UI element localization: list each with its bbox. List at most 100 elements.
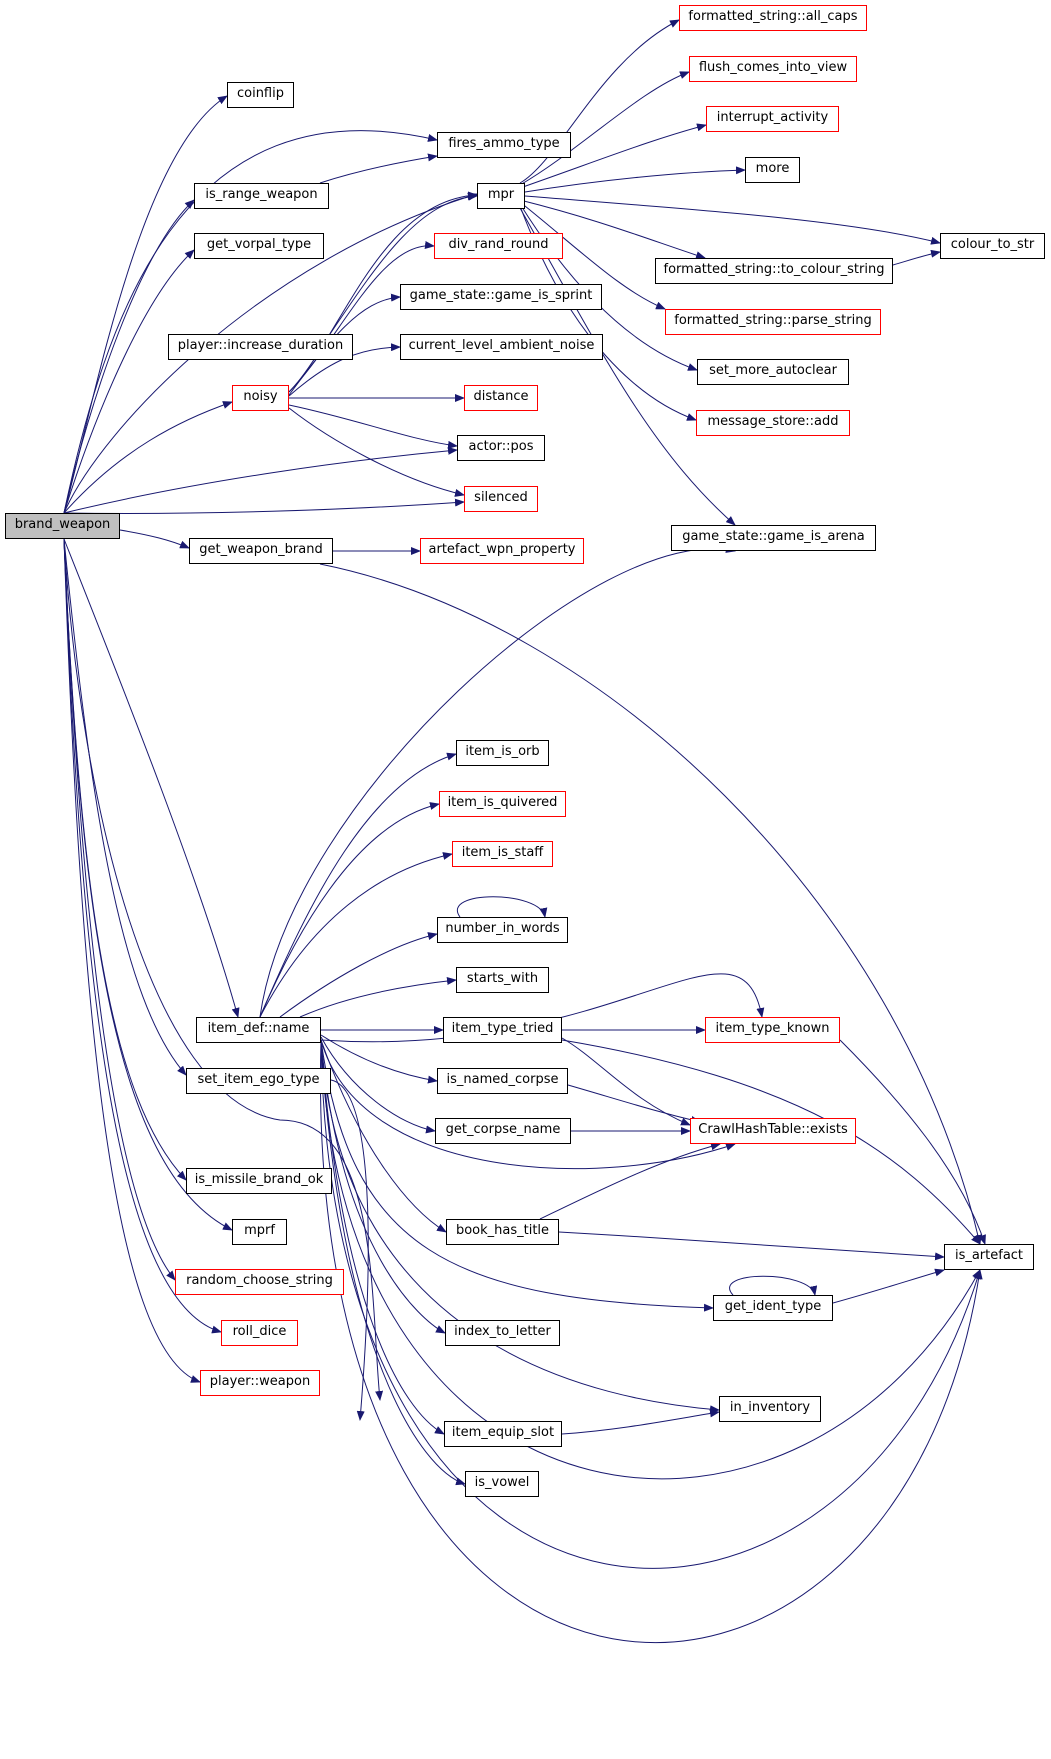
node-message-store-add[interactable]: message_store::add (696, 410, 850, 436)
node-to-colour-string[interactable]: formatted_string::to_colour_string (655, 258, 893, 284)
call-edge (519, 201, 666, 310)
call-edge (320, 1039, 982, 1569)
call-edge (456, 896, 548, 918)
node-index-to-letter[interactable]: index_to_letter (445, 1320, 560, 1346)
node-is-range-weapon[interactable]: is_range_weapon (194, 183, 329, 209)
call-edge (524, 195, 941, 245)
node-item-type-known[interactable]: item_type_known (705, 1017, 840, 1043)
call-edge (63, 498, 465, 514)
node-get-corpse-name[interactable]: get_corpse_name (435, 1118, 571, 1144)
node-book-has-title[interactable]: book_has_title (446, 1219, 559, 1245)
call-edge (558, 1231, 945, 1261)
call-edge (330, 1079, 369, 1421)
call-edge (320, 1039, 466, 1486)
call-edge (63, 538, 176, 1281)
call-edge (320, 1039, 445, 1435)
node-random-choose-string[interactable]: random_choose_string (175, 1269, 344, 1295)
node-get-ident-type[interactable]: get_ident_type (713, 1295, 833, 1321)
node-artefact-wpn-property[interactable]: artefact_wpn_property (420, 538, 584, 564)
call-edge (320, 1036, 436, 1134)
call-edge (63, 249, 195, 514)
call-edge (519, 71, 690, 186)
call-edge (288, 191, 478, 393)
call-edge (320, 1039, 983, 1644)
node-item-is-orb[interactable]: item_is_orb (456, 740, 549, 766)
node-number-in-words[interactable]: number_in_words (437, 917, 568, 943)
node-roll-dice[interactable]: roll_dice (221, 1320, 298, 1346)
call-edge (320, 1039, 981, 1480)
node-current-level-ambient-noise[interactable]: current_level_ambient_noise (400, 334, 603, 360)
node-game-is-sprint[interactable]: game_state::game_is_sprint (400, 284, 602, 310)
node-is-missile-brand-ok[interactable]: is_missile_brand_ok (186, 1168, 332, 1194)
node-player-increase-duration[interactable]: player::increase_duration (168, 334, 353, 360)
node-coinflip[interactable]: coinflip (227, 82, 294, 108)
node-silenced[interactable]: silenced (464, 486, 538, 512)
node-in-inventory[interactable]: in_inventory (719, 1396, 821, 1422)
node-mpr[interactable]: mpr (477, 183, 525, 209)
call-edge (259, 752, 457, 1018)
call-edge (320, 1039, 447, 1233)
node-flush-comes-into-view[interactable]: flush_comes_into_view (689, 56, 857, 82)
node-is-artefact[interactable]: is_artefact (944, 1244, 1034, 1270)
node-more[interactable]: more (745, 157, 800, 183)
call-edge (63, 538, 187, 1076)
call-edge (288, 293, 401, 396)
node-item-type-tried[interactable]: item_type_tried (443, 1017, 562, 1043)
call-edge (63, 538, 240, 1018)
node-get-vorpal-type[interactable]: get_vorpal_type (194, 233, 324, 259)
node-is-vowel[interactable]: is_vowel (465, 1471, 539, 1497)
call-edge (519, 207, 736, 526)
node-div-rand-round[interactable]: div_rand_round (434, 233, 563, 259)
call-edge (561, 1037, 691, 1126)
node-item-def-name[interactable]: item_def::name (196, 1017, 321, 1043)
call-edge (329, 192, 478, 335)
call-edge (892, 249, 941, 266)
call-edge (319, 153, 438, 184)
call-edge (259, 545, 736, 1018)
call-edge (63, 95, 228, 514)
node-item-is-staff[interactable]: item_is_staff (452, 841, 553, 867)
call-edge (519, 199, 706, 260)
call-edge (259, 802, 440, 1018)
call-edge (524, 166, 746, 193)
call-edge (832, 1268, 945, 1304)
call-edge (539, 1142, 721, 1220)
call-edge (63, 446, 458, 514)
call-edge (288, 407, 465, 497)
node-item-equip-slot[interactable]: item_equip_slot (444, 1421, 562, 1447)
call-edge (63, 538, 384, 1401)
node-is-named-corpse[interactable]: is_named_corpse (437, 1068, 568, 1094)
call-edge (119, 529, 190, 549)
node-fires-ammo-type[interactable]: fires_ammo_type (437, 132, 571, 158)
node-set-item-ego-type[interactable]: set_item_ego_type (186, 1068, 331, 1094)
call-edge (567, 1084, 701, 1124)
node-crawlhashtable-exists[interactable]: CrawlHashTable::exists (690, 1118, 856, 1144)
node-mprf[interactable]: mprf (232, 1219, 287, 1245)
node-game-is-arena[interactable]: game_state::game_is_arena (671, 525, 876, 551)
node-formatted-string-parse-string[interactable]: formatted_string::parse_string (665, 309, 881, 335)
node-formatted-string-all-caps[interactable]: formatted_string::all_caps (679, 5, 867, 31)
call-edge (320, 1034, 438, 1084)
call-edge (320, 1039, 714, 1312)
call-edge (63, 538, 222, 1334)
node-colour-to-str[interactable]: colour_to_str (940, 233, 1045, 259)
call-edge (320, 1039, 736, 1170)
call-edge (288, 241, 435, 393)
node-item-is-quivered[interactable]: item_is_quivered (439, 791, 566, 817)
call-edge (519, 123, 707, 189)
node-get-weapon-brand[interactable]: get_weapon_brand (189, 538, 333, 564)
node-set-more-autoclear[interactable]: set_more_autoclear (697, 359, 849, 385)
call-edge (63, 130, 438, 514)
node-brand-weapon[interactable]: brand_weapon (5, 513, 120, 539)
call-edge (839, 1039, 986, 1245)
node-interrupt-activity[interactable]: interrupt_activity (706, 106, 839, 132)
node-starts-with[interactable]: starts_with (456, 967, 549, 993)
call-edge (729, 1275, 818, 1296)
node-player-weapon[interactable]: player::weapon (200, 1370, 320, 1396)
node-noisy[interactable]: noisy (232, 385, 289, 411)
call-edge (561, 1409, 720, 1435)
call-edge (63, 538, 201, 1383)
node-actor-pos[interactable]: actor::pos (457, 435, 545, 461)
call-edge (279, 932, 438, 1018)
node-distance[interactable]: distance (464, 385, 538, 411)
